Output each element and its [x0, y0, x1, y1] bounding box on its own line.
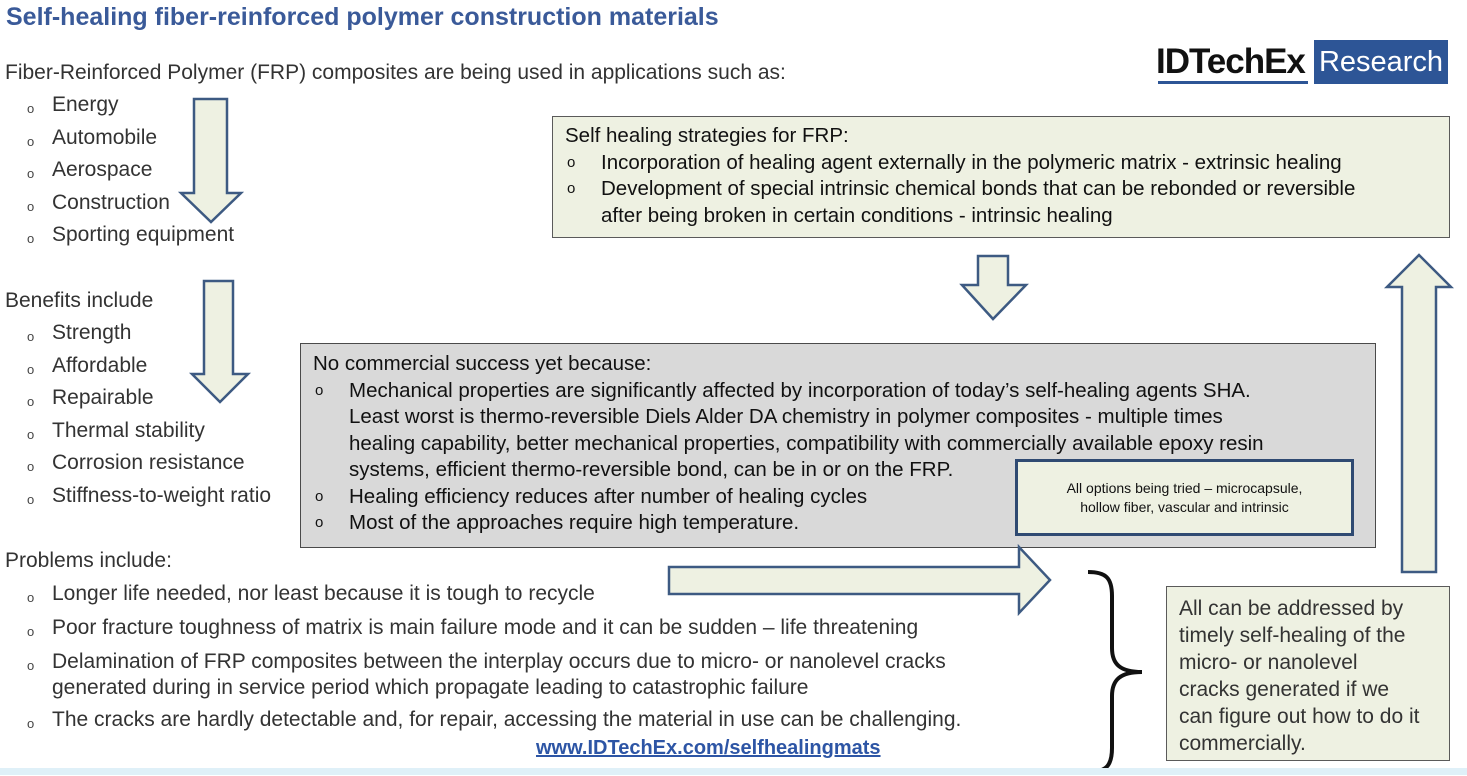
right-arrow-icon [667, 543, 1052, 617]
bullet-icon: o [27, 166, 35, 181]
bullet-icon: o [567, 180, 576, 197]
bullet-icon: o [27, 133, 35, 149]
curly-brace-icon [1087, 570, 1143, 774]
down-arrow-icon [177, 97, 245, 224]
options-note-box: All options being tried – microcapsule, … [1015, 459, 1354, 536]
bullet-icon: o [27, 459, 35, 474]
bullet-icon: o [27, 361, 35, 377]
problems-heading: Problems include: [5, 549, 172, 572]
idtechex-logo: IDTechEx Research [1156, 40, 1448, 84]
page-title: Self-healing fiber-reinforced polymer co… [6, 3, 719, 31]
bullet-icon: o [27, 394, 35, 409]
bullet-icon: o [27, 101, 35, 116]
bullet-icon: o [27, 426, 35, 442]
bullet-icon: o [27, 590, 35, 605]
conclusion-box: All can be addressed by timely self-heal… [1166, 586, 1450, 761]
strategies-heading: Self healing strategies for FRP: [565, 124, 849, 147]
bottom-band [0, 768, 1467, 775]
no-success-heading: No commercial success yet because: [313, 352, 652, 375]
down-arrow-icon [959, 254, 1029, 321]
logo-brand-text: IDTechEx [1156, 42, 1306, 81]
bullet-icon: o [27, 624, 35, 639]
bullet-icon: o [315, 487, 324, 505]
bullet-icon: o [27, 329, 35, 344]
bullet-icon: o [27, 491, 35, 507]
intro-text: Fiber-Reinforced Polymer (FRP) composite… [5, 61, 786, 84]
benefits-heading: Benefits include [5, 289, 154, 312]
bullet-icon: o [27, 198, 35, 214]
logo-underline [1158, 81, 1308, 84]
bullet-icon: o [27, 716, 35, 731]
bullet-icon: o [315, 514, 324, 531]
bullet-icon: o [27, 231, 35, 246]
idtechex-link[interactable]: www.IDTechEx.com/selfhealingmats [536, 737, 881, 759]
bullet-icon: o [27, 658, 35, 673]
logo-research-box: Research [1314, 40, 1448, 84]
bullet-icon: o [315, 381, 324, 399]
up-arrow-icon [1383, 253, 1455, 574]
down-arrow-icon [188, 279, 252, 404]
bullet-icon: o [567, 153, 576, 171]
